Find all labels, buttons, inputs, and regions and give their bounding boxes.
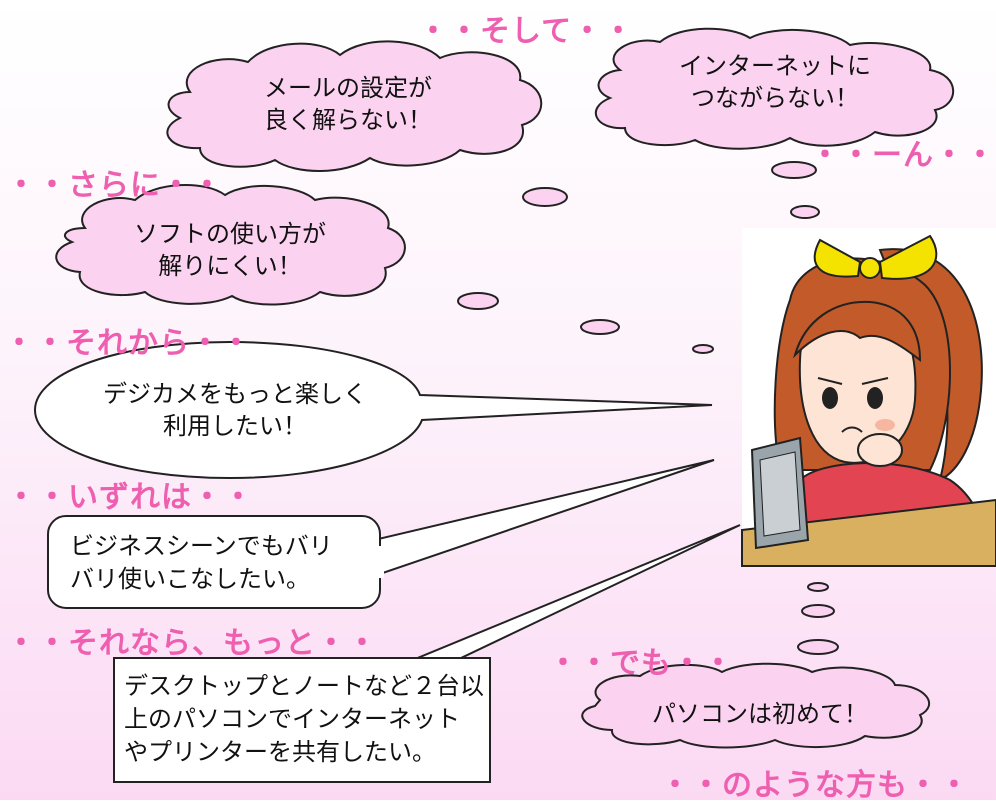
bubble-soft-line1: ソフトの使い方が (134, 220, 326, 248)
bubble-soft-line2: 解りにくい！ (158, 252, 302, 280)
bubble-camera-line2: 利用したい！ (163, 412, 307, 440)
speech-box-share (113, 657, 491, 783)
thought-dot (801, 604, 835, 618)
bubble-beginner-text: パソコンは初めて！ (630, 698, 890, 730)
box-business-line1: ビジネスシーンでもバリ (70, 532, 333, 560)
label-izureha: ・・いずれは・・ (6, 480, 254, 515)
label-sorenara: ・・それなら、もっと・・ (6, 626, 378, 661)
bubble-mail-line1: メールの設定が (264, 74, 432, 102)
pointer-join (338, 660, 442, 668)
thought-dot (797, 639, 839, 655)
box-share-line1: デスクトップとノートなど２台以 (124, 672, 484, 700)
box-share-line2: 上のパソコンでインターネット (124, 705, 460, 733)
thought-dot (790, 205, 820, 219)
pointer-join (360, 546, 384, 578)
label-sarani: ・・さらに・・ (6, 168, 223, 203)
box-business-text: ビジネスシーンでもバリ バリ使いこなしたい。 (70, 530, 333, 596)
girl-at-computer-illustration (741, 228, 996, 567)
label-sorekara: ・・それから・・ (4, 326, 252, 361)
label-demo: ・・でも・・ (548, 646, 734, 681)
label-noyouna: ・・のような方も・・ (660, 768, 970, 803)
speech-bubble-camera (33, 340, 713, 480)
thought-dot (522, 187, 568, 207)
thought-dot (580, 319, 620, 335)
box-business-line2: バリ使いこなしたい。 (70, 565, 310, 593)
bubble-soft-text: ソフトの使い方が 解りにくい！ (115, 218, 345, 282)
bubble-camera-line1: デジカメをもっと楽しく (103, 380, 367, 408)
box-share-line3: やプリンターを共有したい。 (124, 738, 436, 766)
cloud-bubble-internet (594, 27, 955, 150)
bubble-mail-line2: 良く解らない！ (264, 106, 432, 134)
thought-dot (771, 161, 817, 179)
cloud-bubble-beginner (581, 662, 931, 749)
bubble-camera-text: デジカメをもっと楽しく 利用したい！ (85, 378, 385, 442)
thought-dot (692, 344, 714, 354)
bubble-internet-line2: つながらない！ (691, 84, 859, 112)
label-soshite: ・・そして・・ (418, 14, 635, 49)
bubble-beginner-line1: パソコンは初めて！ (652, 700, 868, 728)
bubble-internet-line1: インターネットに (679, 52, 871, 80)
bubble-internet-text: インターネットに つながらない！ (660, 50, 890, 114)
cloud-bubble-soft (55, 183, 406, 306)
cloud-bubble-mail (166, 40, 543, 172)
box-share-text: デスクトップとノートなど２台以 上のパソコンでインターネット やプリンターを共有… (124, 670, 484, 769)
thought-dot (457, 292, 499, 310)
label-n: ・・ーん・・ (810, 138, 996, 173)
thought-dot (807, 582, 829, 592)
bubble-mail-text: メールの設定が 良く解らない！ (238, 72, 458, 136)
